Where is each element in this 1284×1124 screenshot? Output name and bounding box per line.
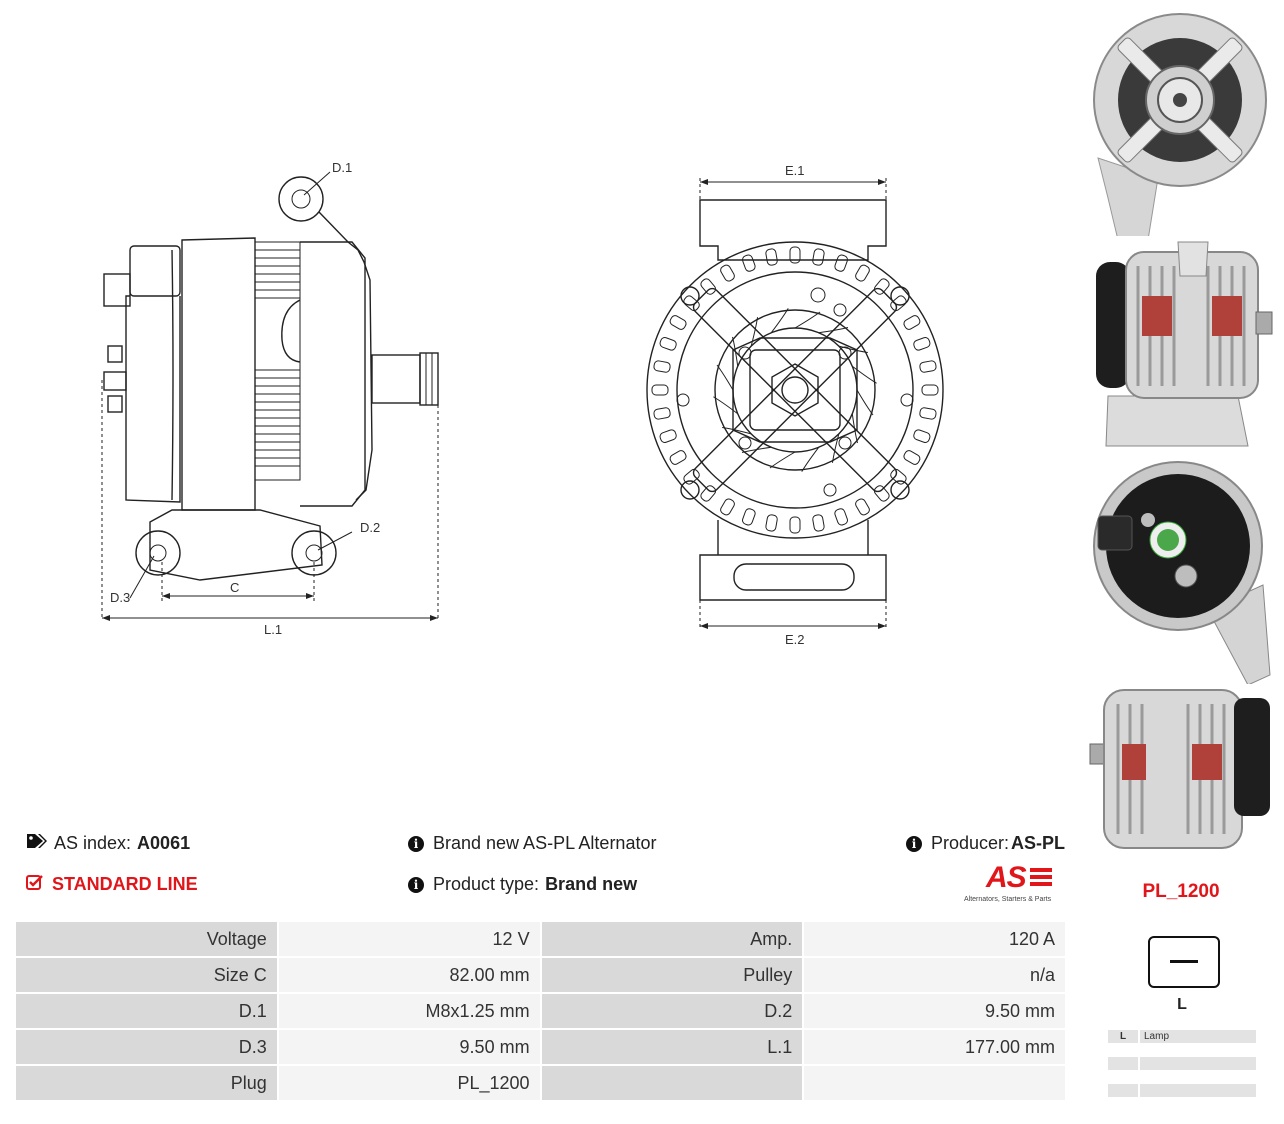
spec-key — [541, 1066, 803, 1100]
pin-row: L Lamp — [1108, 1030, 1256, 1043]
alternator-side-photo — [1088, 236, 1274, 448]
pin-desc — [1140, 1057, 1256, 1070]
spec-key: Size C — [16, 958, 277, 992]
label-c: C — [230, 580, 239, 595]
label-e1: E.1 — [785, 163, 805, 178]
as-pl-logo: AS Alternators, Starters & Parts — [964, 862, 1068, 908]
pin-desc: Lamp — [1140, 1030, 1256, 1043]
logo-stripes — [1030, 868, 1052, 886]
spec-key: D.3 — [16, 1030, 277, 1064]
spec-value: PL_1200 — [278, 1066, 540, 1100]
spec-value: 12 V — [278, 922, 540, 956]
spec-value: 9.50 mm — [278, 1030, 540, 1064]
alternator-front-photo — [1088, 8, 1274, 240]
spec-key: Plug — [16, 1066, 277, 1100]
plug-diagram — [1148, 936, 1220, 988]
spec-key: D.2 — [541, 994, 803, 1028]
tags-icon — [26, 833, 48, 854]
spec-value: M8x1.25 mm — [278, 994, 540, 1028]
product-type-label: Product type: — [433, 874, 540, 894]
spec-key: Amp. — [541, 922, 803, 956]
pin-id: L — [1108, 1030, 1138, 1043]
spec-value: n/a — [804, 958, 1065, 992]
label-d3: D.3 — [110, 590, 130, 605]
spec-value: 9.50 mm — [804, 994, 1065, 1028]
pin-id — [1108, 1057, 1138, 1070]
side-view-drawing: D.1 D.2 D.3 C L.1 — [101, 160, 439, 637]
logo-tagline: Alternators, Starters & Parts — [964, 896, 1052, 903]
spec-key: D.1 — [16, 994, 277, 1028]
label-d1: D.1 — [332, 160, 352, 175]
as-index: AS index: A0061 — [26, 833, 190, 854]
producer-value: AS-PL — [1011, 833, 1066, 853]
brand-info: i Brand new AS-PL Alternator — [408, 833, 656, 854]
alternator-rear-photo — [1088, 460, 1274, 686]
pin-id — [1108, 1084, 1138, 1097]
info-icon: i — [408, 835, 424, 852]
spec-value: 82.00 mm — [278, 958, 540, 992]
label-d2: D.2 — [360, 520, 380, 535]
spec-key: Pulley — [541, 958, 803, 992]
spec-key: L.1 — [541, 1030, 803, 1064]
product-type-value: Brand new — [545, 874, 638, 894]
spec-value — [804, 1066, 1065, 1100]
plug-name: PL_1200 — [1142, 881, 1220, 902]
spec-value: 120 A — [804, 922, 1065, 956]
brand-label: Brand new AS-PL Alternator — [433, 833, 657, 853]
standard-line: STANDARD LINE — [26, 874, 198, 895]
alternator-pulley-side-photo — [1088, 684, 1274, 856]
product-type: i Product type: Brand new — [408, 874, 637, 895]
label-l1: L.1 — [264, 622, 282, 637]
pin-desc — [1140, 1084, 1256, 1097]
plug-terminal: L — [1177, 996, 1187, 1013]
spec-value: 177.00 mm — [804, 1030, 1065, 1064]
spec-key: Voltage — [16, 922, 277, 956]
producer: i Producer: AS-PL — [906, 833, 1065, 854]
producer-label: Producer: — [931, 833, 1010, 853]
pin-row — [1108, 1084, 1256, 1097]
pin-row — [1108, 1057, 1256, 1070]
info-icon: i — [408, 876, 424, 893]
as-index-value: A0061 — [137, 833, 191, 853]
label-e2: E.2 — [785, 632, 805, 647]
front-view-drawing: E.1 E.2 — [646, 163, 944, 647]
as-index-label: AS index: — [54, 833, 132, 853]
logo-text: AS — [986, 861, 1027, 894]
info-icon: i — [906, 835, 922, 852]
standard-line-label: STANDARD LINE — [52, 874, 198, 894]
check-square-icon — [26, 874, 44, 895]
